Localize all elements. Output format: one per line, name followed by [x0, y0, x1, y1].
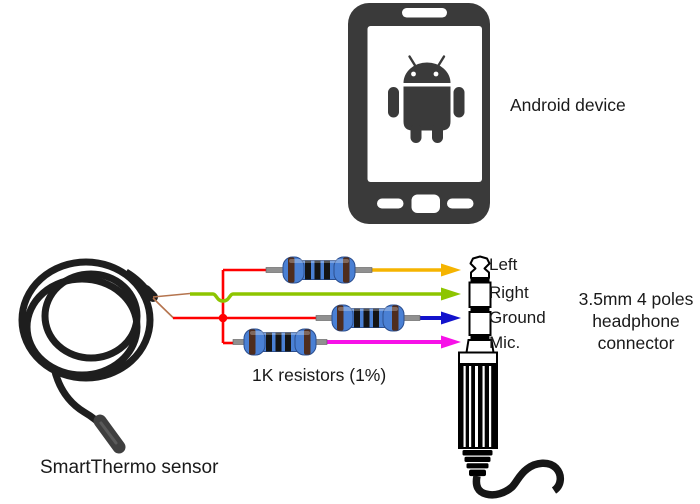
green-arrowhead [441, 287, 461, 301]
yellow-arrowhead [441, 263, 461, 277]
plug-ring-ground [468, 311, 492, 336]
resistor-bottom [232, 328, 328, 356]
connector-caption-line2: headphone [592, 311, 680, 331]
pin-label-ground: Ground [489, 308, 546, 327]
android-device-label: Android device [510, 95, 626, 115]
connector-caption: 3.5mm 4 poles headphone connector [566, 288, 700, 354]
plug-ribbed-barrel [458, 364, 498, 449]
magenta-arrowhead [441, 335, 461, 349]
sensor-caption: SmartThermo sensor [40, 457, 219, 478]
resistor-middle [315, 304, 421, 332]
phone-button-home [411, 194, 440, 213]
android-phone-illustration [348, 3, 490, 224]
pin-label-left: Left [489, 255, 518, 274]
resistor-top [265, 256, 373, 284]
pin-label-mic: Mic. [489, 333, 521, 352]
plug-ring-right [468, 281, 492, 308]
phone-button-left [377, 198, 404, 209]
android-robot-icon [388, 55, 465, 143]
resistors-caption: 1K resistors (1%) [252, 365, 387, 385]
sensor-lead-wires [152, 292, 191, 319]
blue-arrowhead [441, 311, 461, 325]
pin-label-right: Right [489, 283, 529, 302]
solder-junction-dot [218, 313, 228, 323]
smartthermo-sensor-photo [18, 258, 158, 454]
phone-button-right [447, 198, 474, 209]
plug-base-cap [458, 351, 498, 365]
connector-caption-line1: 3.5mm 4 poles [578, 289, 694, 309]
headphone-plug [458, 255, 564, 499]
green-wire-right-channel [190, 292, 444, 303]
plug-strain-relief [462, 450, 493, 477]
phone-speaker-slot [402, 8, 447, 18]
connector-caption-line3: connector [597, 333, 675, 353]
plug-cable [472, 459, 564, 499]
plug-tip-left [469, 255, 491, 279]
